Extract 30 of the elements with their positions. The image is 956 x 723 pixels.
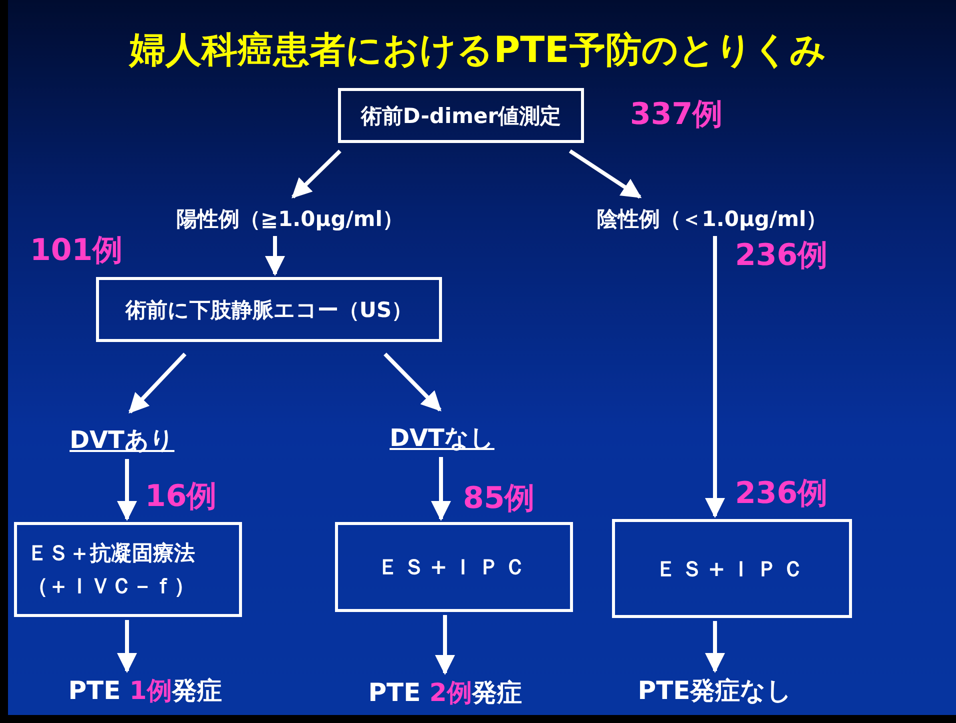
process-box: 術前に下肢静脈エコー（US） [96, 277, 442, 342]
outcome-label: PTE 1例発症 [68, 674, 222, 707]
process-box: ＥＳ＋抗凝固療法（＋ＩＶＣ－ｆ） [14, 522, 242, 617]
edge-label: 16例 [145, 478, 217, 516]
arrow [705, 621, 725, 673]
edge-label: 236例 [735, 475, 828, 513]
process-box: 術前D-dimer値測定 [338, 88, 584, 143]
case-count: 101例 [30, 232, 123, 270]
arrow [117, 620, 137, 673]
branch-label: 陰性例（＜1.0μg/ml） [596, 205, 828, 233]
branch-label: 陽性例（≧1.0μg/ml） [176, 205, 404, 233]
arrow [117, 459, 137, 521]
process-box: ＥＳ+ＩＰＣ [335, 522, 573, 612]
result-label: DVTなし [390, 422, 494, 454]
outcome-label: PTE 2例発症 [368, 676, 522, 709]
case-count: 236例 [735, 237, 828, 275]
edge-label: 85例 [463, 480, 535, 518]
outcome-label: PTE発症なし [638, 674, 792, 707]
arrow [705, 236, 725, 518]
arrow [435, 615, 455, 675]
process-box: ＥＳ+ＩＰＣ [612, 519, 852, 618]
arrow [568, 149, 642, 199]
arrow [265, 236, 285, 276]
case-count: 337例 [630, 96, 723, 134]
arrow [384, 352, 442, 412]
arrow [431, 457, 451, 521]
result-label: DVTあり [70, 424, 174, 456]
arrow [292, 150, 342, 198]
arrow [128, 352, 186, 414]
title: 婦人科癌患者におけるPTE予防のとりくみ [128, 29, 828, 73]
